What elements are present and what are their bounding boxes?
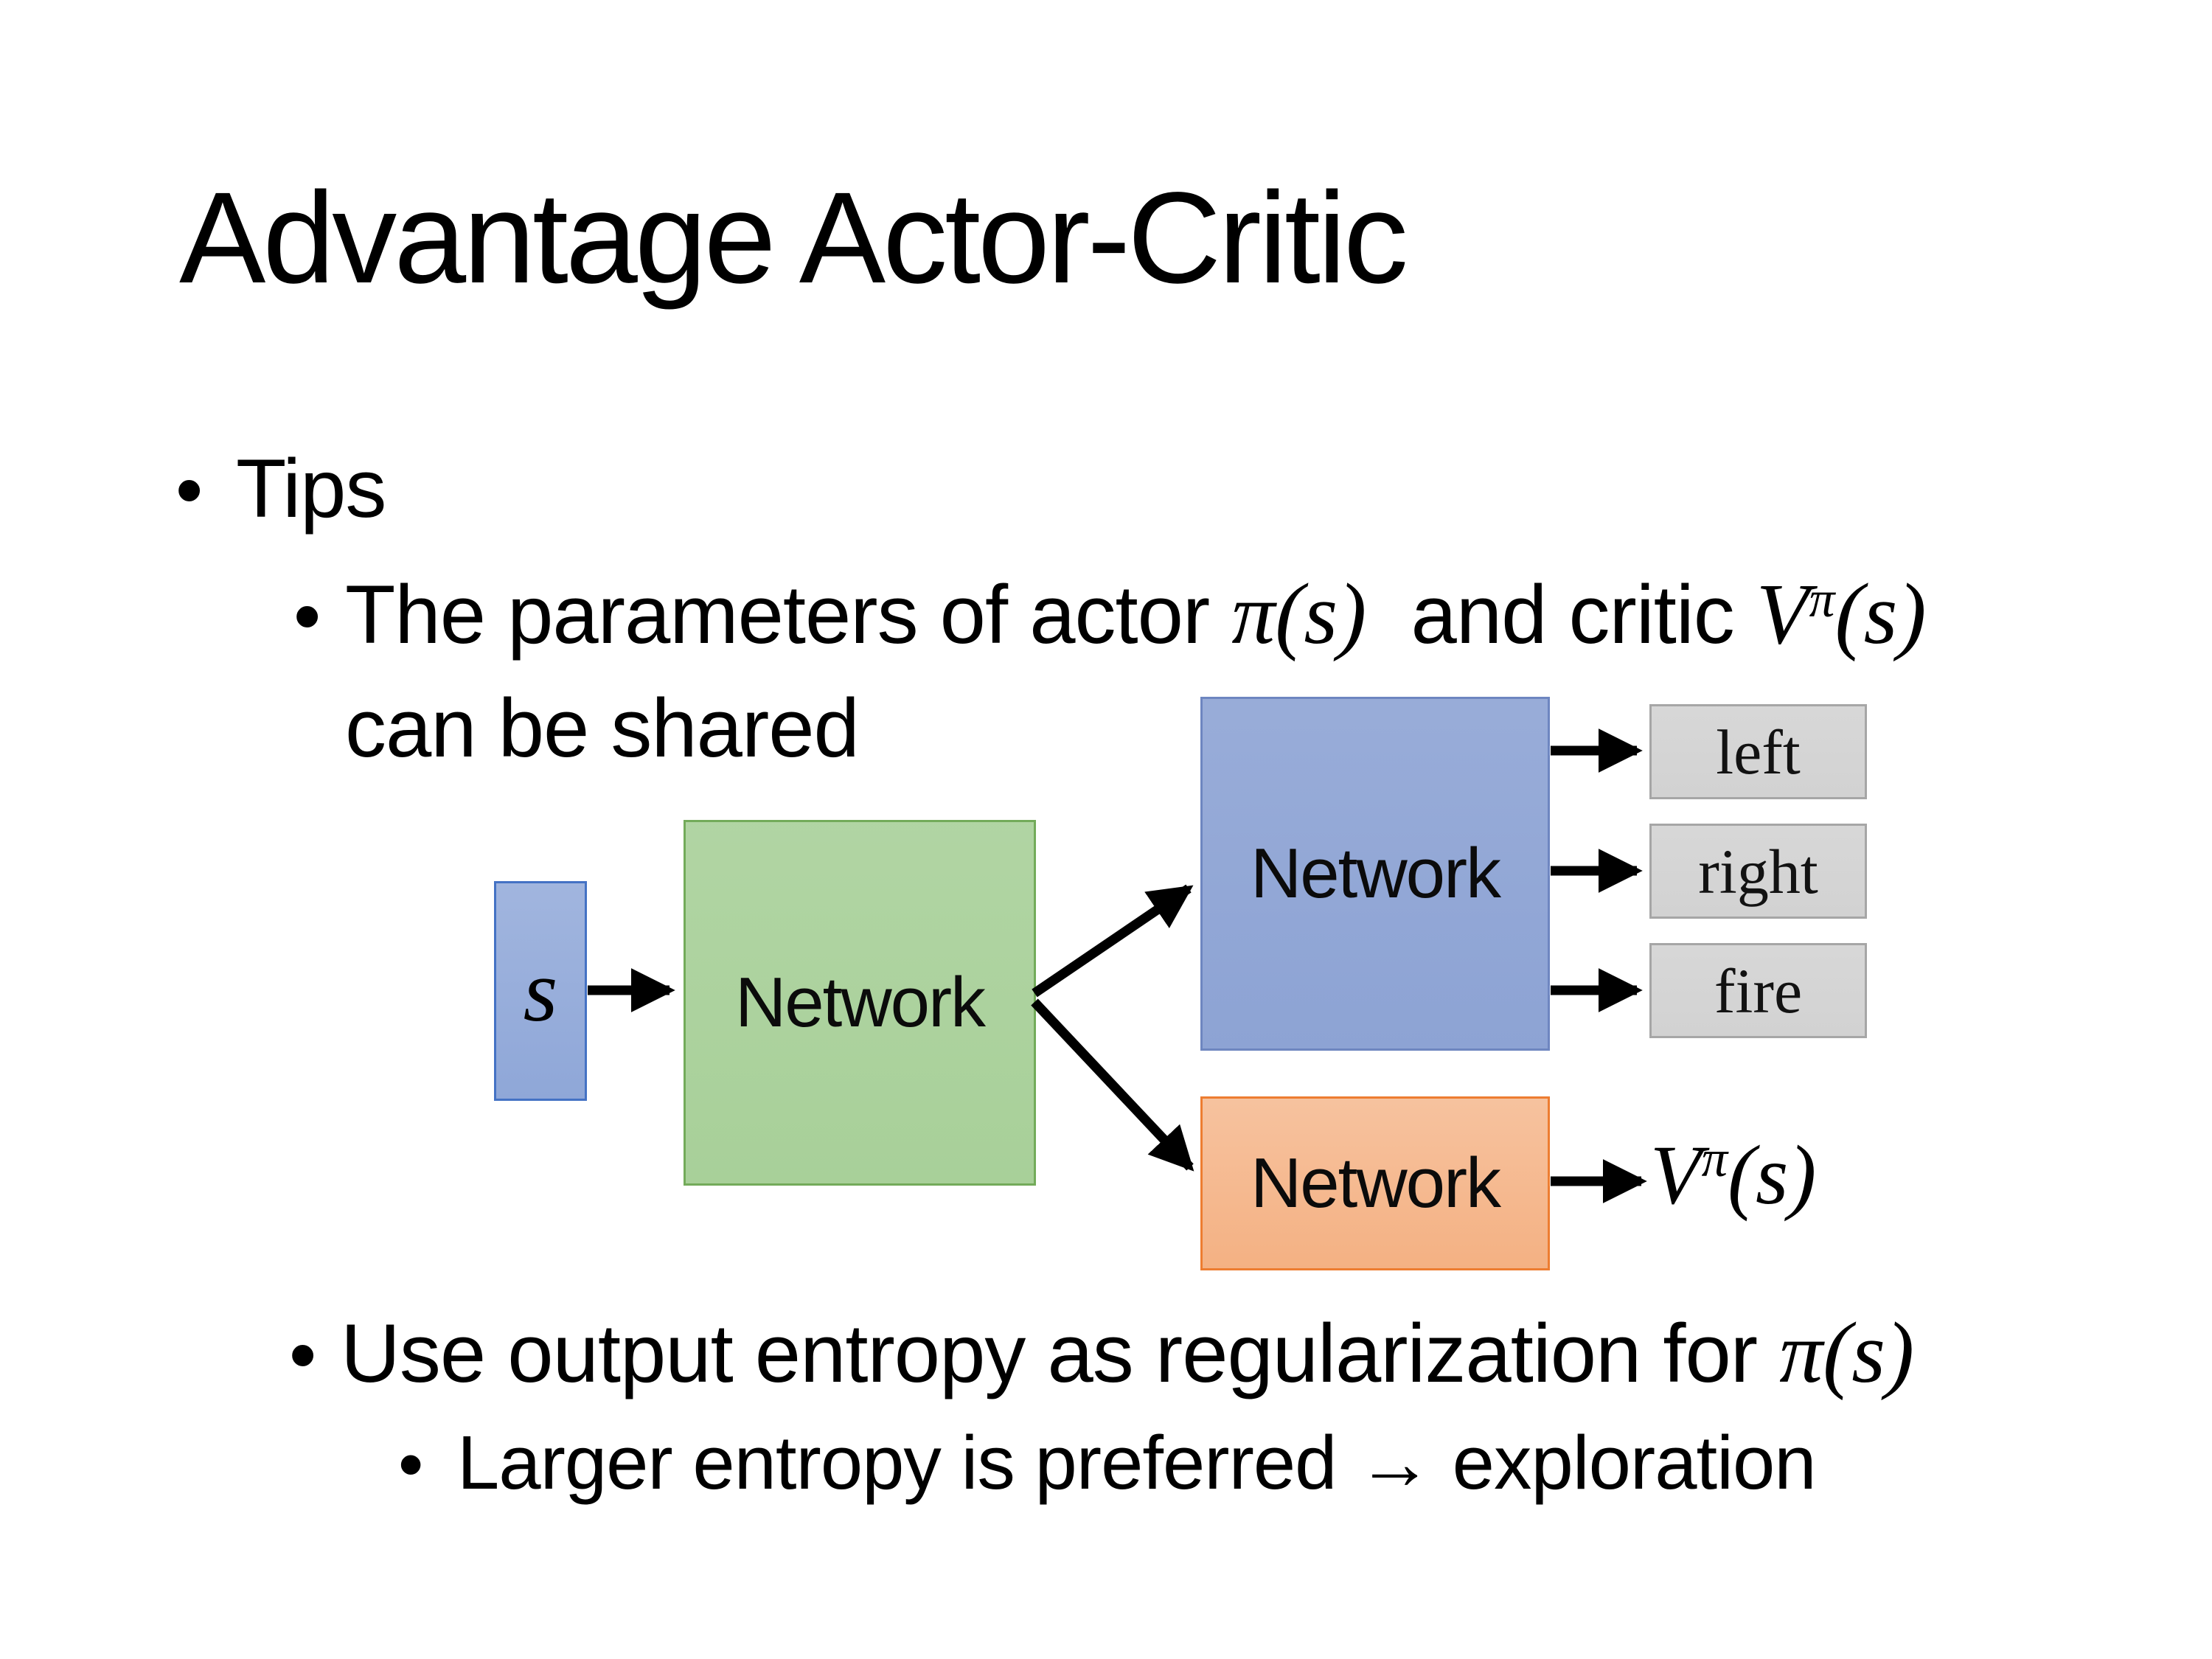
text-segment: Use output entropy as regularization for (341, 1307, 1780, 1399)
action-box-right: right (1649, 824, 1867, 919)
math-pi-s: π(s) (1779, 1305, 1915, 1401)
actor-network-label: Network (1250, 834, 1501, 913)
action-left-label: left (1716, 716, 1801, 787)
math-pi-s: π(s) (1231, 566, 1367, 662)
bullet-dot-icon: • (289, 1311, 316, 1399)
bullet-shared-parameters-text: The parameters of actor π(s) and critic … (345, 557, 1927, 784)
shared-network-box: Network (684, 820, 1036, 1186)
bullet-tips: • Tips (175, 441, 386, 536)
shared-network-label: Network (734, 963, 986, 1042)
bullet-dot-icon: • (398, 1423, 423, 1504)
input-state-box: s (494, 881, 587, 1101)
page-title: Advantage Actor-Critic (179, 166, 1408, 310)
bullet-larger-entropy: • Larger entropy is preferred → explorat… (398, 1419, 1817, 1506)
actor-network-box: Network (1200, 697, 1550, 1051)
bullet-shared-parameters: • The parameters of actor π(s) and criti… (293, 557, 1927, 784)
input-state-label: s (523, 942, 558, 1040)
bullet-shared-parameters-line1: The parameters of actor π(s) and critic … (345, 557, 1927, 673)
action-box-fire: fire (1649, 943, 1867, 1038)
arrow-shared-to-critic (1031, 998, 1194, 1172)
text-segment: The parameters of actor (345, 568, 1232, 661)
critic-output-label: Vπ(s) (1650, 1127, 1816, 1224)
action-fire-label: fire (1714, 955, 1803, 1026)
critic-network-box: Network (1200, 1096, 1550, 1270)
math-v-args: (s) (1728, 1128, 1817, 1222)
arrow-shared-to-actor (1032, 884, 1194, 998)
bullet-dot-icon: • (175, 446, 203, 534)
math-v-superscript-pi: π (1809, 571, 1835, 628)
bullet-shared-parameters-line2: can be shared (345, 681, 860, 774)
bullet-entropy-text: Use output entropy as regularization for… (341, 1304, 1914, 1403)
bullet-larger-entropy-label: Larger entropy is preferred → exploratio… (457, 1420, 1817, 1505)
bullet-tips-label: Tips (236, 442, 386, 535)
math-v: V (1650, 1128, 1702, 1222)
math-v-args: (s) (1834, 566, 1927, 662)
critic-network-label: Network (1250, 1144, 1501, 1222)
action-box-left: left (1649, 704, 1867, 799)
math-v: V (1756, 566, 1809, 662)
text-segment: and critic (1366, 568, 1756, 661)
bullet-entropy-regularization: • Use output entropy as regularization f… (289, 1304, 1914, 1403)
bullet-dot-icon: • (293, 572, 321, 660)
action-right-label: right (1698, 835, 1818, 907)
math-v-superscript-pi: π (1701, 1130, 1728, 1189)
